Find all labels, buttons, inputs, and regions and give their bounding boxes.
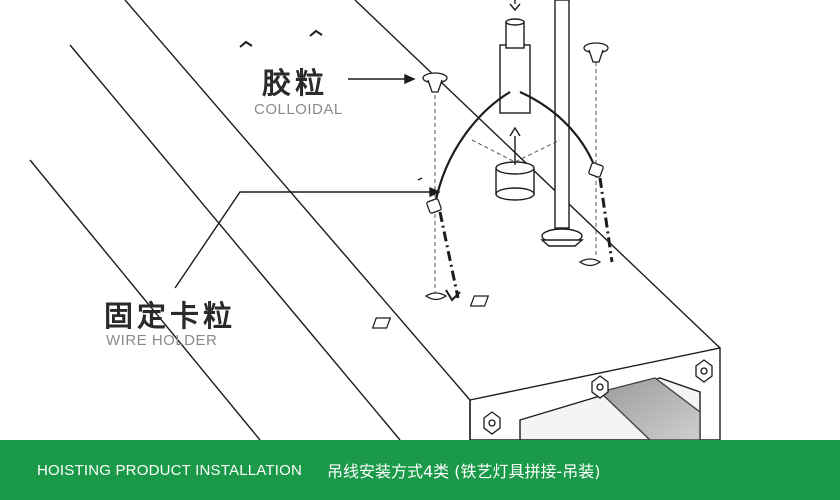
leader-line (174, 73, 441, 289)
footer-banner: HOISTING PRODUCT INSTALLATION 吊线安装方式4类 (… (0, 440, 840, 500)
colloidal-plug-icon (422, 42, 609, 93)
mounting-slot (371, 258, 602, 329)
wire-holder-icon (495, 126, 535, 201)
cylinder-fitting (499, 0, 531, 114)
holder-label-cn: 固定卡粒 (104, 299, 237, 333)
footer-title-cn: 吊线安装方式4类 (铁艺灯具拼接-吊装) (327, 462, 601, 481)
wire-ferrule (426, 162, 604, 214)
holder-label-en: WIRE HOLDER (106, 332, 218, 349)
installation-diagram (29, 0, 721, 440)
lamp-housing (29, 0, 721, 440)
colloidal-label-en: COLLOIDAL (254, 101, 343, 118)
arrow-head (445, 289, 461, 302)
footer-title-en: HOISTING PRODUCT INSTALLATION (37, 461, 302, 479)
suspension-pole (540, 0, 584, 247)
hex-bolt-icon (483, 359, 713, 435)
surface-marks (239, 29, 323, 48)
insertion-path (438, 177, 614, 299)
guide-lines (434, 62, 597, 300)
colloidal-label-cn: 胶粒 (262, 66, 329, 100)
hanging-wire (433, 90, 598, 206)
